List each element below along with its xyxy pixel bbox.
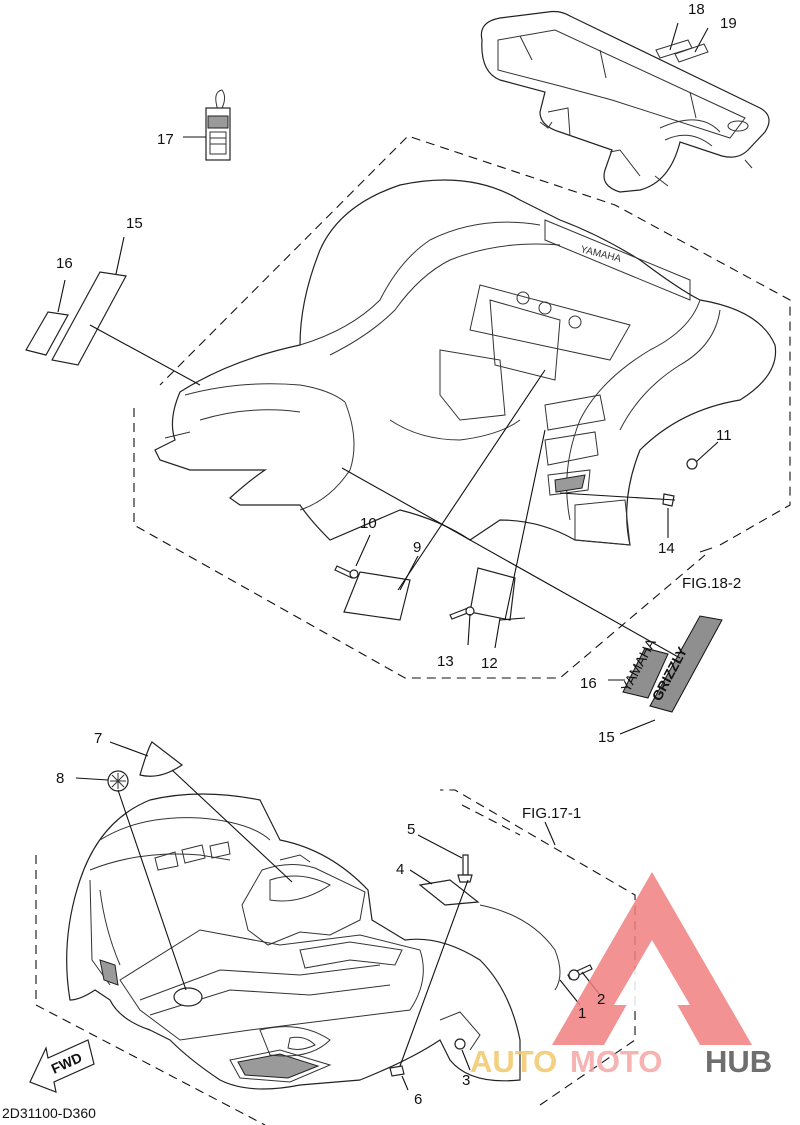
callout-19: 19 [720, 15, 737, 32]
callout-12: 12 [481, 655, 498, 672]
callout-labels: 17 18 19 15 16 11 14 FIG.18-2 10 9 13 12… [2, 1, 741, 1121]
callout-6: 6 [414, 1091, 422, 1108]
rear-group-boundary [133, 135, 791, 679]
part-13-bolt [449, 606, 475, 620]
part-16-yamaha-decal [622, 647, 669, 699]
rear-fender: YAMAHA [154, 179, 777, 546]
front-boundary-ref-segment [461, 804, 521, 836]
front-leader-lines [75, 741, 601, 1091]
callout-2: 2 [597, 991, 605, 1008]
callout-5: 5 [407, 821, 415, 838]
callout-16-bottom: 16 [580, 675, 597, 692]
callout-13: 13 [437, 653, 454, 670]
rear-leader-lines [57, 22, 719, 735]
callout-15-bottom: 15 [598, 729, 615, 746]
part-16-rear-decal [25, 311, 69, 356]
part-8-emblem [107, 770, 129, 792]
callout-7: 7 [94, 730, 102, 747]
callout-9: 9 [413, 539, 421, 556]
callout-4: 4 [396, 861, 404, 878]
front-group-boundary [35, 789, 636, 1125]
fwd-arrow: FWD [29, 1039, 95, 1093]
watermark-text-hub: HUB [705, 1044, 772, 1079]
watermark-text-auto: AUTO [470, 1044, 557, 1079]
callout-16-top: 16 [56, 255, 73, 272]
callout-18: 18 [688, 1, 705, 18]
callout-3: 3 [462, 1072, 470, 1089]
part-9-plate [343, 571, 411, 621]
front-fig-ref: FIG.17-1 [522, 805, 581, 822]
part-3-washer [454, 1038, 466, 1050]
rear-carrier-rack [480, 10, 770, 193]
part-15-grizzly-decal [649, 615, 723, 713]
callout-8: 8 [56, 770, 64, 787]
callout-15-top: 15 [126, 215, 143, 232]
part-15-rear-decal [51, 271, 127, 366]
diagram-code: 2D31100-D360 [2, 1105, 96, 1121]
part-4-decal [418, 879, 480, 906]
front-fender [66, 793, 561, 1090]
watermark-logo: AUTO MOTO HUB [470, 872, 772, 1079]
callout-11: 11 [716, 427, 732, 444]
part-17-tag [205, 89, 231, 161]
part-6-clip [389, 1065, 405, 1077]
part-7-cover [139, 741, 184, 777]
part-2-bolt [567, 964, 593, 981]
part-12-plate [469, 567, 516, 621]
part-10-bolt [334, 565, 359, 579]
watermark-text-moto: MOTO [570, 1044, 662, 1079]
callout-10: 10 [360, 515, 377, 532]
callout-1: 1 [578, 1005, 586, 1022]
part-11-clip [686, 458, 698, 470]
part-5-fastener [457, 854, 473, 883]
rear-fig-ref: FIG.18-2 [682, 575, 741, 592]
callout-14: 14 [658, 540, 675, 557]
callout-17: 17 [157, 131, 174, 148]
